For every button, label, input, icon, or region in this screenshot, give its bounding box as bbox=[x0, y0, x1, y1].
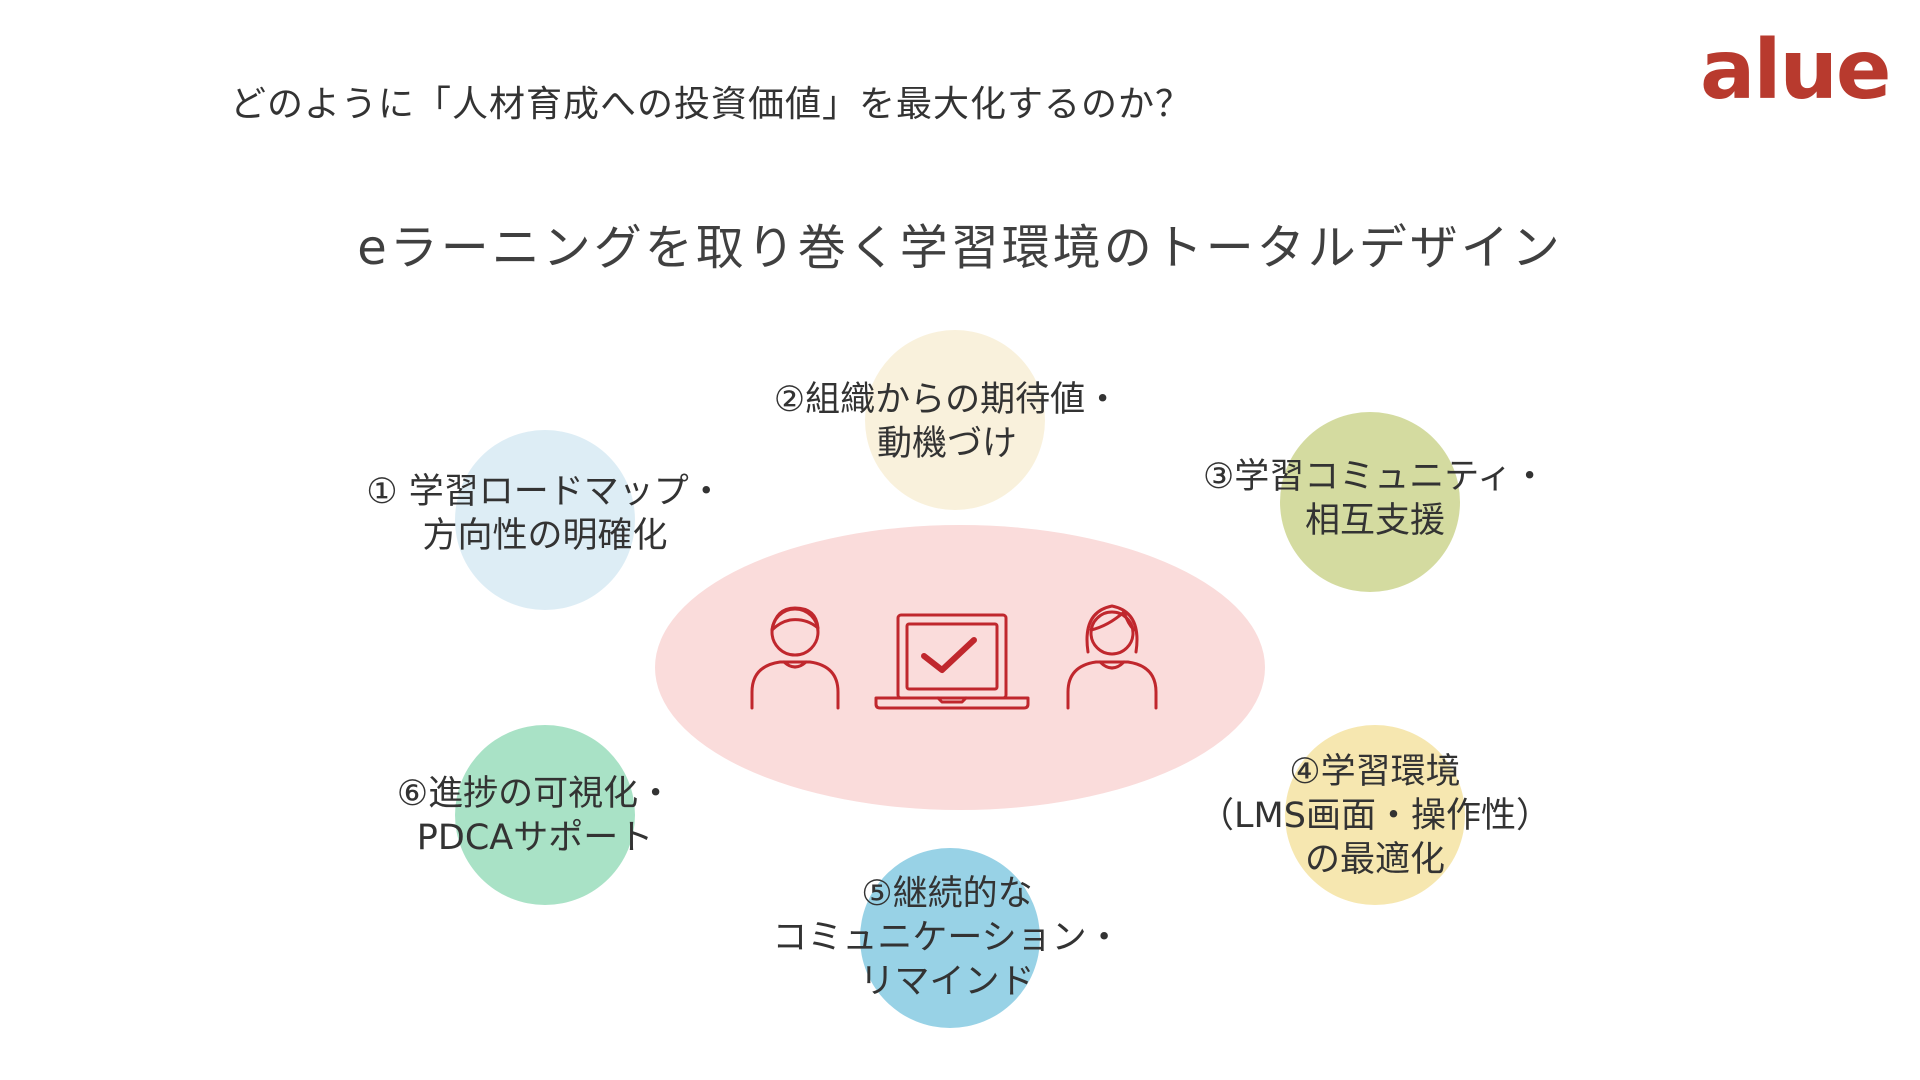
element-6-circle bbox=[455, 725, 635, 905]
element-3-line-2: 相互支援 bbox=[1304, 501, 1445, 541]
element-6-label: ⑥進捗の可視化・ PDCAサポート bbox=[397, 772, 673, 860]
element-4-line-1: ④学習環境 bbox=[1289, 752, 1461, 792]
element-6-line-1: ⑥進捗の可視化・ bbox=[396, 774, 674, 814]
element-1-line-2: 方向性の明確化 bbox=[422, 516, 668, 556]
element-1-label: ① 学習ロードマップ・ 方向性の明確化 bbox=[366, 470, 724, 558]
element-2-circle bbox=[865, 330, 1045, 510]
element-2-line-1: ②組織からの期待値・ bbox=[773, 380, 1121, 420]
diagram-title: eラーニングを取り巻く学習環境のトータルデザイン bbox=[357, 220, 1563, 276]
element-5-line-3: リマインド bbox=[859, 962, 1035, 1002]
element-3-label: ③学習コミュニティ・ 相互支援 bbox=[1203, 455, 1547, 543]
center-icons bbox=[750, 604, 1158, 710]
element-2-label: ②組織からの期待値・ 動機づけ bbox=[774, 378, 1120, 466]
center-ellipse bbox=[655, 525, 1265, 810]
element-5-circle bbox=[860, 848, 1040, 1028]
element-1-line-1: ① 学習ロードマップ・ bbox=[366, 472, 724, 512]
element-5-line-2: コミュニケーション・ bbox=[772, 918, 1122, 958]
element-4-line-2: （LMS画面・操作性） bbox=[1199, 796, 1551, 836]
brand-logo: alue bbox=[1700, 23, 1891, 118]
male-learner-icon bbox=[750, 606, 840, 710]
female-learner-icon bbox=[1066, 604, 1158, 710]
element-5-line-1: ⑤継続的な bbox=[861, 874, 1033, 914]
element-5-label: ⑤継続的な コミュニケーション・ リマインド bbox=[772, 872, 1121, 1004]
header-question: どのように「人材育成への投資価値」を最大化するのか？ bbox=[230, 84, 1193, 125]
element-1-circle bbox=[455, 430, 635, 610]
element-3-line-1: ③学習コミュニティ・ bbox=[1202, 457, 1548, 497]
element-4-circle bbox=[1285, 725, 1465, 905]
element-4-line-3: の最適化 bbox=[1304, 840, 1446, 880]
element-2-line-2: 動機づけ bbox=[876, 424, 1018, 464]
element-6-line-2: PDCAサポート bbox=[416, 818, 654, 858]
laptop-check-icon bbox=[874, 613, 1030, 710]
element-3-circle bbox=[1280, 412, 1460, 592]
element-4-label: ④学習環境 （LMS画面・操作性） の最適化 bbox=[1199, 750, 1551, 882]
